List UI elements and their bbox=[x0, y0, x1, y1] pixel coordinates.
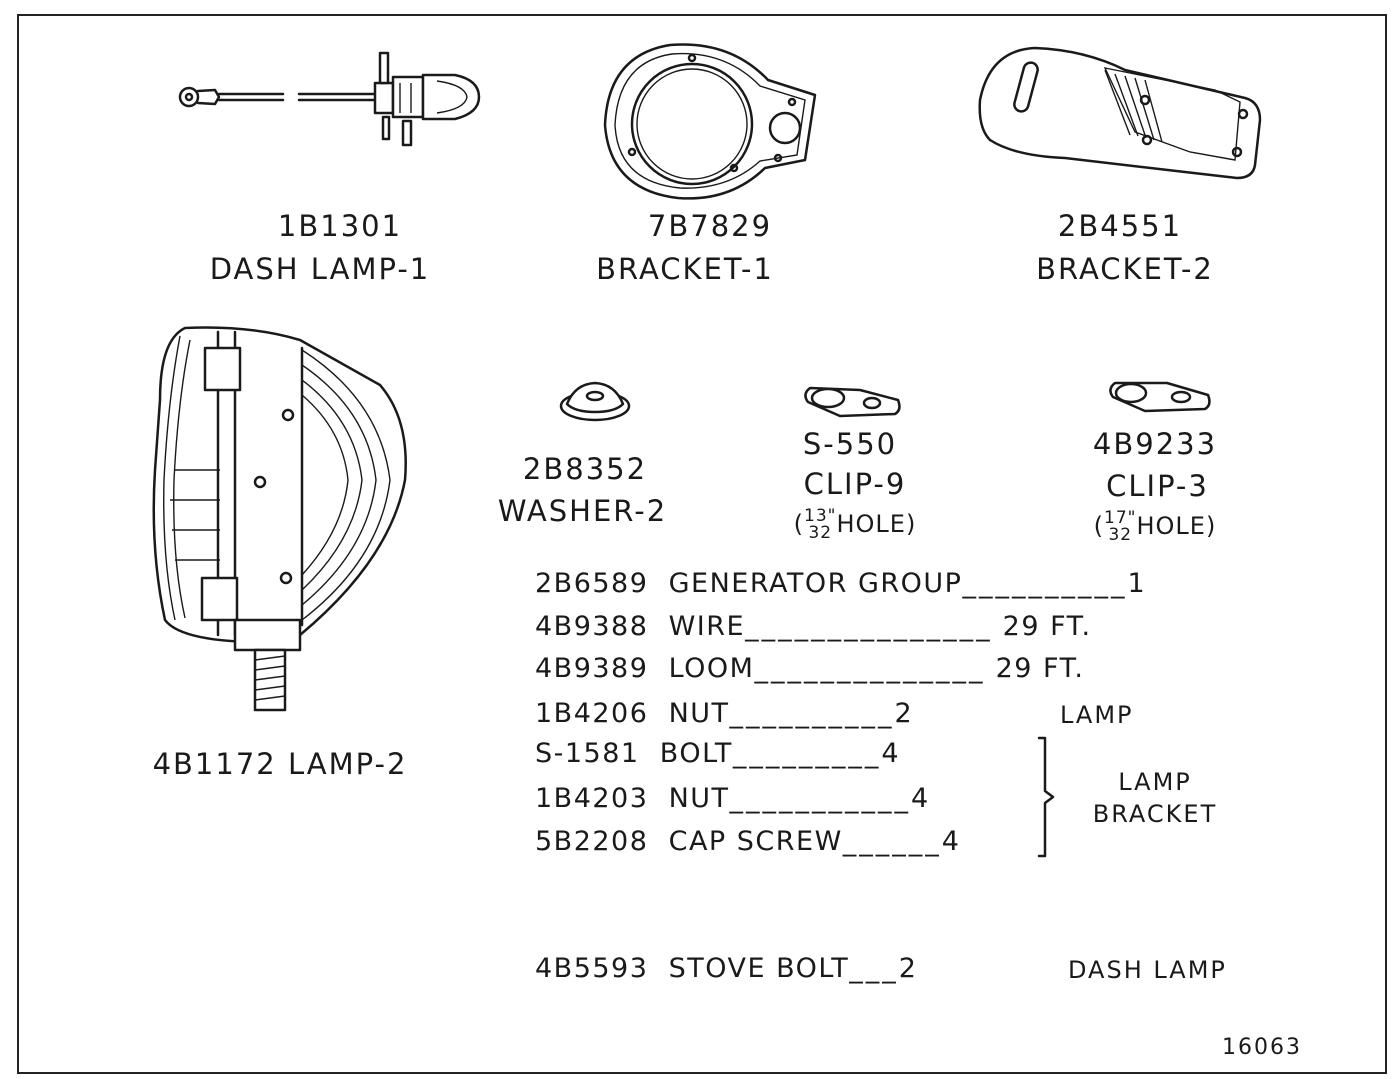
part-description: LOOM bbox=[668, 653, 755, 684]
part-qty: 2 bbox=[894, 698, 914, 729]
part-qty: 4 bbox=[881, 738, 901, 769]
bracket-2-name: BRACKET-2 bbox=[1036, 252, 1214, 286]
bracket-2-number: 2B4551 bbox=[1057, 209, 1183, 243]
part-qty: 1 bbox=[1127, 568, 1147, 599]
clip-9-frac-den: 32 bbox=[808, 523, 833, 543]
dash-lamp-icon bbox=[178, 51, 481, 147]
clip-3-hole: HOLE bbox=[1136, 512, 1206, 540]
list-item: 4B9389 LOOM______________ 29 FT. bbox=[535, 653, 1085, 684]
part-description: BOLT bbox=[659, 738, 733, 769]
round-bracket-icon bbox=[603, 43, 817, 200]
part-qty: 2 bbox=[898, 953, 918, 984]
part-qty: 29 FT. bbox=[995, 653, 1085, 684]
clip-3-frac-den: 32 bbox=[1108, 525, 1133, 545]
part-qty: 4 bbox=[911, 783, 930, 814]
list-item: S-1581 BOLT_________4 bbox=[535, 738, 901, 769]
dash-lamp-name: DASH LAMP-1 bbox=[209, 252, 431, 286]
bracket-1-name: BRACKET-1 bbox=[596, 252, 774, 286]
part-number: 4B5593 bbox=[535, 953, 649, 984]
clip-3-frac-num: 17" bbox=[1104, 508, 1137, 528]
list-item: 1B4203 NUT___________4 bbox=[535, 783, 930, 814]
list-item: 1B4206 NUT__________2 bbox=[535, 698, 914, 729]
clip-3-name: CLIP-3 bbox=[1106, 469, 1209, 503]
dash-lamp-number: 1B1301 bbox=[277, 209, 403, 243]
list-item: 4B9388 WIRE_______________ 29 FT. bbox=[535, 611, 1092, 642]
clip-icon bbox=[1109, 381, 1211, 413]
clip-9-name: CLIP-9 bbox=[803, 467, 907, 501]
group-note-line2: BRACKET bbox=[1092, 800, 1218, 828]
group-note-line1: LAMP bbox=[1118, 768, 1192, 796]
lamp-note: LAMP bbox=[1060, 701, 1134, 729]
washer-2-name: WASHER-2 bbox=[497, 494, 668, 528]
part-number: 1B4203 bbox=[535, 783, 649, 814]
part-description: NUT bbox=[668, 783, 730, 814]
dash-lamp-note: DASH LAMP bbox=[1068, 956, 1227, 984]
part-number: 4B9389 bbox=[535, 653, 649, 684]
part-number: 2B6589 bbox=[535, 568, 649, 599]
washer-2-number: 2B8352 bbox=[522, 452, 648, 486]
group-brace bbox=[1037, 736, 1055, 858]
part-qty: 29 FT. bbox=[1002, 611, 1092, 642]
clip-9-number: S-550 bbox=[802, 427, 898, 461]
part-description: WIRE bbox=[668, 611, 746, 642]
list-item: 5B2208 CAP SCREW______4 bbox=[535, 826, 961, 857]
clip-icon bbox=[804, 386, 901, 418]
part-qty: 4 bbox=[941, 826, 961, 857]
clip-3-number: 4B9233 bbox=[1092, 427, 1218, 461]
bracket-1-number: 7B7829 bbox=[647, 209, 773, 243]
part-description: NUT bbox=[668, 698, 730, 729]
clip-9-frac-num: 13" bbox=[804, 506, 837, 526]
clip-9-hole: HOLE bbox=[836, 510, 906, 538]
headlamp-icon bbox=[152, 326, 407, 712]
list-item: 4B5593 STOVE BOLT___2 bbox=[535, 953, 918, 984]
lamp-2-label: 4B1172 LAMP-2 bbox=[152, 747, 408, 781]
part-number: 5B2208 bbox=[535, 826, 649, 857]
part-description: CAP SCREW bbox=[668, 826, 843, 857]
angle-bracket-icon bbox=[978, 46, 1262, 180]
list-item: 2B6589 GENERATOR GROUP__________1 bbox=[535, 568, 1147, 599]
washer-icon bbox=[559, 381, 631, 422]
part-description: STOVE BOLT bbox=[668, 953, 850, 984]
part-number: 1B4206 bbox=[535, 698, 649, 729]
page-border bbox=[17, 14, 1387, 1074]
part-number: 4B9388 bbox=[535, 611, 649, 642]
figure-number: 16063 bbox=[1222, 1035, 1302, 1060]
part-description: GENERATOR GROUP bbox=[668, 568, 963, 599]
part-number: S-1581 bbox=[535, 738, 640, 769]
